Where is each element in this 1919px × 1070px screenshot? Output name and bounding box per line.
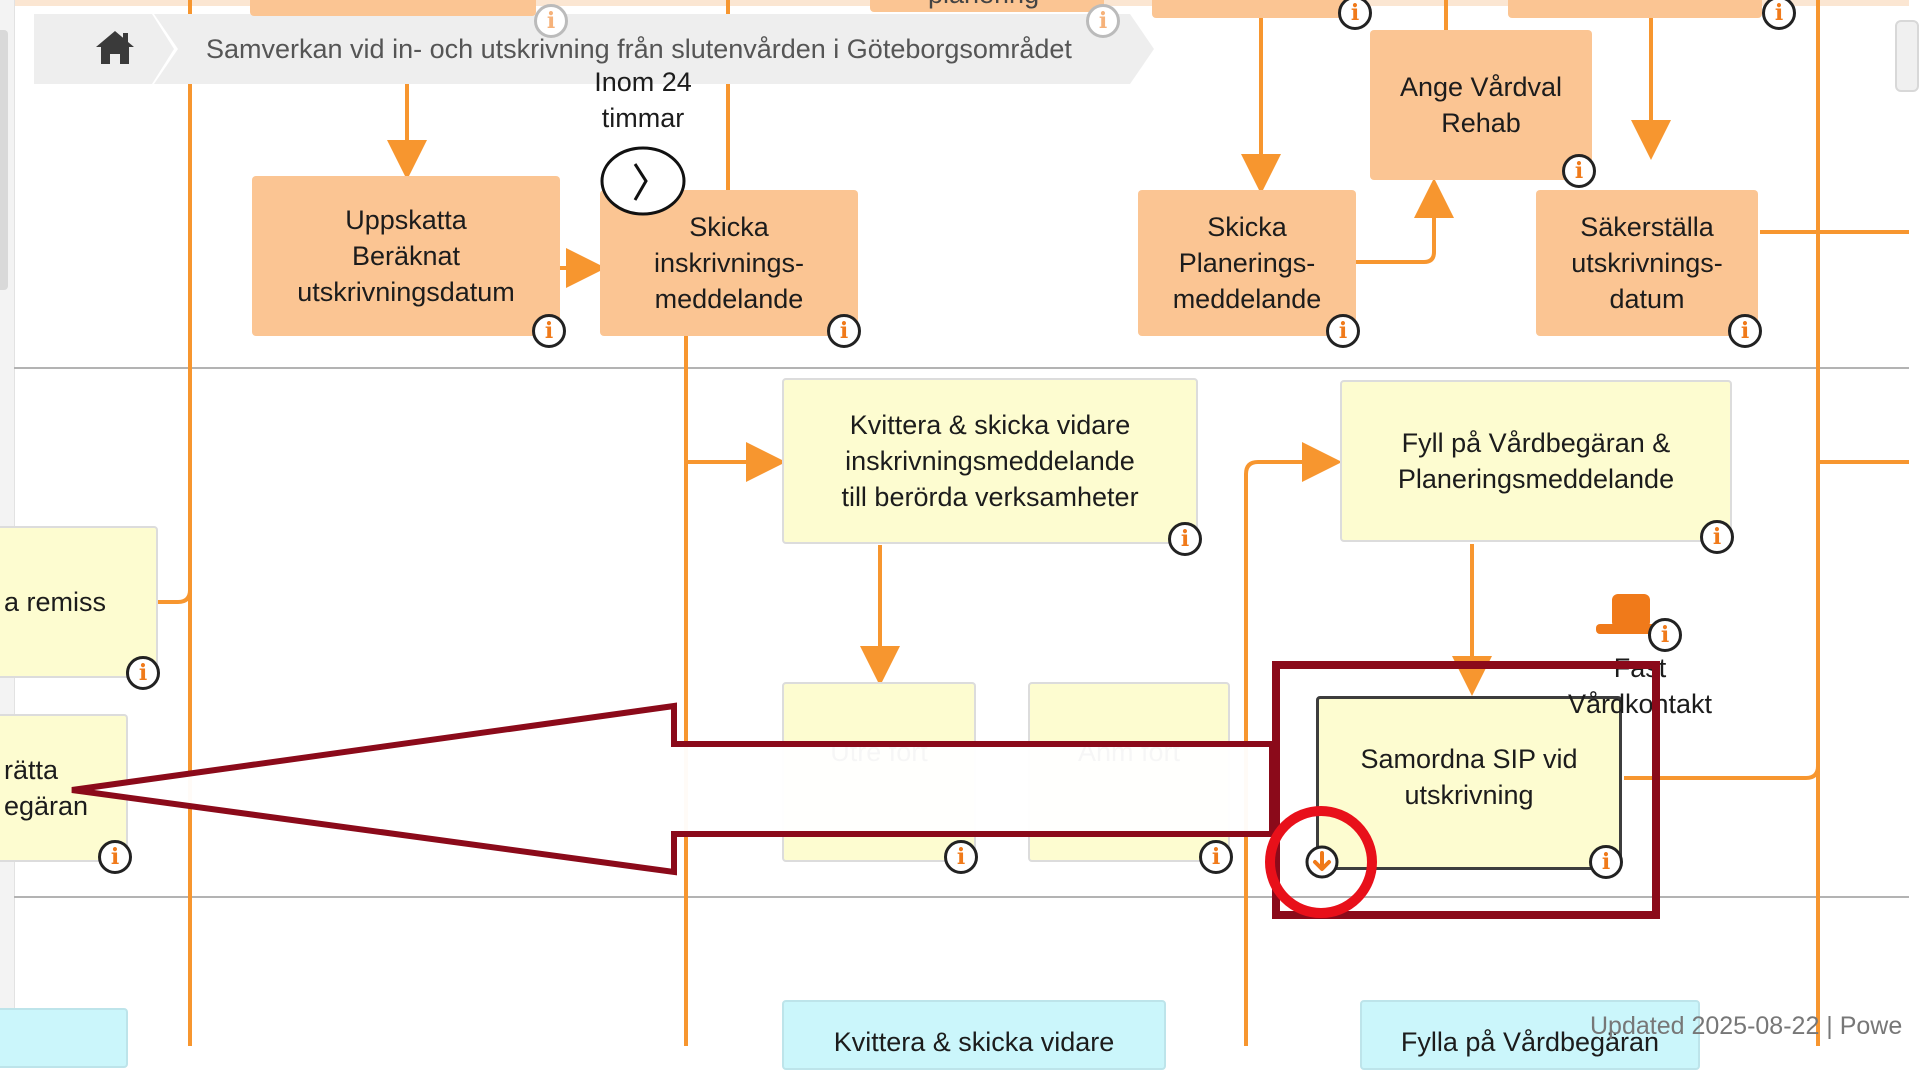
- process-step-cyan-left[interactable]: [0, 1008, 128, 1068]
- info-icon[interactable]: i: [1562, 154, 1596, 188]
- step-label: utskrivnings-: [1571, 248, 1723, 278]
- step-label: Beräknat: [351, 241, 461, 271]
- step-label: meddelande: [1172, 284, 1322, 314]
- info-icon[interactable]: i: [1762, 0, 1796, 30]
- process-step-label: planering: [928, 0, 1039, 12]
- step-label: Planerings-: [1178, 248, 1316, 278]
- footer-updated: Updated 2025-08-22 | Powe: [1590, 1012, 1903, 1040]
- role-label-line: Fast: [1613, 653, 1667, 683]
- step-label: egäran: [4, 791, 89, 821]
- timer-label: Inom 24 timmar: [578, 64, 708, 136]
- breadcrumb-home[interactable]: [34, 14, 162, 84]
- info-icon[interactable]: i: [1326, 314, 1360, 348]
- step-label: Kvittera & skicka vidare: [833, 1027, 1115, 1057]
- info-icon[interactable]: i: [1648, 618, 1682, 652]
- step-label: datum: [1609, 284, 1685, 314]
- info-icon[interactable]: i: [534, 4, 568, 38]
- info-icon[interactable]: i: [1728, 314, 1762, 348]
- flow-line: [1356, 178, 1454, 264]
- process-step-cyan-fyll[interactable]: Fylla på Vårdbegäran: [1360, 1000, 1700, 1070]
- process-step-sakerstalla[interactable]: Säkerställa utskrivnings-datum: [1536, 190, 1758, 336]
- process-step-utfort-a[interactable]: Utre fort: [782, 682, 976, 862]
- step-label: Planeringsmeddelande: [1397, 464, 1675, 494]
- flow-line: [1624, 765, 1820, 780]
- step-label: Säkerställa: [1580, 212, 1714, 242]
- process-step-utfort-b[interactable]: Anm fort: [1028, 682, 1230, 862]
- role-label-line: Vårdkontakt: [1567, 689, 1713, 719]
- step-label: Samordna SIP vid: [1360, 744, 1578, 774]
- info-icon[interactable]: i: [1086, 4, 1120, 38]
- step-label: utskrivningsdatum: [297, 277, 515, 307]
- swimlane-divider: [14, 367, 1909, 369]
- clock-icon: [600, 146, 686, 216]
- step-label: Kvittera & skicka vidare: [849, 410, 1131, 440]
- timer-label-line: timmar: [601, 103, 685, 133]
- swimlane-divider: [14, 896, 1909, 898]
- process-step-top[interactable]: [870, 0, 1104, 12]
- info-icon[interactable]: i: [827, 314, 861, 348]
- left-panel-handle[interactable]: [0, 30, 8, 290]
- process-step-kvittera[interactable]: Kvittera & skicka vidare inskrivningsmedd…: [782, 378, 1198, 544]
- info-icon[interactable]: i: [532, 314, 566, 348]
- step-label: Fylla på Vårdbegäran: [1400, 1027, 1660, 1057]
- step-label: meddelande: [654, 284, 804, 314]
- info-icon[interactable]: i: [1589, 845, 1623, 879]
- step-label: Rehab: [1441, 108, 1521, 138]
- step-label: Ange Vårdval: [1399, 72, 1563, 102]
- process-step-samordna-sip[interactable]: Samordna SIP vid utskrivning: [1316, 696, 1622, 870]
- step-label: inskrivningsmeddelande: [845, 446, 1135, 476]
- process-step-top[interactable]: [250, 0, 536, 16]
- step-label: utskrivning: [1404, 780, 1534, 810]
- info-icon[interactable]: i: [126, 656, 160, 690]
- flow-line: [1244, 442, 1342, 1046]
- step-label: Anm fort: [1077, 737, 1181, 767]
- timer-label-line: Inom 24: [594, 67, 692, 97]
- step-label: rätta: [4, 755, 59, 785]
- info-icon[interactable]: i: [944, 840, 978, 874]
- step-label: Skicka: [689, 212, 769, 242]
- step-label: Uppskatta: [345, 205, 467, 235]
- process-step-top[interactable]: [1508, 0, 1762, 18]
- step-label: Skicka: [1207, 212, 1287, 242]
- info-icon[interactable]: i: [98, 840, 132, 874]
- home-icon[interactable]: [34, 14, 162, 84]
- step-label: till berörda verksamheter: [841, 482, 1139, 512]
- step-label: Fyll på Vårdbegäran &: [1401, 428, 1671, 458]
- breadcrumb: [34, 14, 1154, 84]
- right-panel-handle[interactable]: [1895, 20, 1919, 92]
- process-step-fyll-pa[interactable]: Fyll på Vårdbegäran & Planeringsmeddeland…: [1340, 380, 1732, 542]
- drilldown-arrow-icon[interactable]: [1304, 844, 1340, 880]
- info-icon[interactable]: i: [1338, 0, 1372, 30]
- step-label: Utre fort: [830, 737, 928, 767]
- process-step-ratta[interactable]: rätta egäran: [0, 714, 128, 862]
- step-label: a remiss: [4, 587, 107, 617]
- step-label: inskrivnings-: [653, 248, 805, 278]
- process-step-remiss[interactable]: a remiss: [0, 526, 158, 678]
- flow-line: [158, 589, 192, 604]
- process-step-top[interactable]: [1152, 0, 1360, 18]
- info-icon[interactable]: i: [1700, 520, 1734, 554]
- process-step-cyan-kvittera[interactable]: Kvittera & skicka vidare: [782, 1000, 1166, 1070]
- info-icon[interactable]: i: [1168, 522, 1202, 556]
- breadcrumb-title[interactable]: Samverkan vid in- och utskrivning från s…: [206, 34, 1072, 64]
- info-icon[interactable]: i: [1199, 840, 1233, 874]
